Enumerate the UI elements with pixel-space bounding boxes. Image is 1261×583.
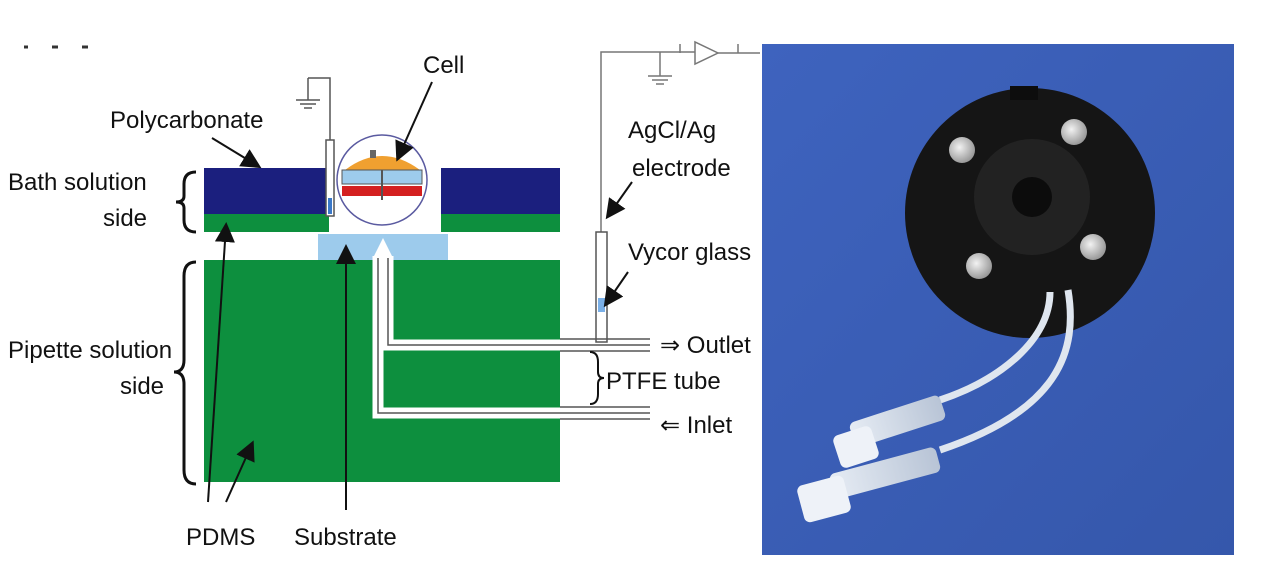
bath-electrode-tip: [328, 198, 332, 214]
polycarbonate-block-right: [441, 168, 560, 214]
tube-connector-upper: [833, 395, 946, 468]
tube-connector-lower: [797, 447, 941, 523]
screw: [1080, 234, 1106, 260]
inlet-channel-wall: [377, 256, 650, 414]
pipette-side-brace: [173, 260, 197, 486]
cell-label: Cell: [423, 52, 464, 79]
pipette-electrode-wire: [600, 51, 640, 234]
polycarbonate-arrow: [211, 137, 262, 169]
amplifier-symbol: [694, 40, 720, 66]
polycarbonate-label: Polycarbonate: [110, 107, 263, 134]
ptfe-tube-label: PTFE tube: [606, 368, 721, 395]
agcl-electrode-label-line1: AgCl/Ag: [628, 117, 716, 144]
bath-side-label-line2: side: [103, 205, 147, 232]
bath-electrode: [325, 139, 335, 217]
polycarbonate-block-left: [204, 168, 329, 214]
cell-view-marker: [370, 150, 376, 158]
agcl-electrode-label-line2: electrode: [632, 155, 731, 182]
screw: [1061, 119, 1087, 145]
device-notch: [1010, 86, 1038, 100]
pdms-label: PDMS: [186, 524, 255, 551]
ptfe-brace: [589, 351, 605, 405]
substrate-aperture: [373, 238, 393, 258]
cell-body: [345, 156, 420, 170]
pdms-layer-left: [204, 214, 329, 232]
screw: [966, 253, 992, 279]
outlet-channel-wall-outer: [387, 256, 650, 346]
vycor-glass-label: Vycor glass: [628, 239, 751, 266]
pipette-side-label-line1: Pipette solution: [8, 337, 172, 364]
vycor-glass-plug: [598, 298, 605, 312]
ptfe-tube: [938, 291, 1054, 404]
inlet-label: ⇐ Inlet: [660, 412, 732, 439]
bath-electrode-wire: [308, 77, 331, 140]
ptfe-tube: [938, 289, 1074, 454]
pdms-arrow-upper: [207, 222, 235, 503]
bath-side-brace: [175, 170, 197, 234]
outlet-label: ⇒ Outlet: [660, 332, 751, 359]
bath-side-label-line1: Bath solution: [8, 169, 147, 196]
pdms-layer-right: [441, 214, 560, 232]
cell-arrow: [395, 81, 433, 162]
agcl-electrode-arrow: [605, 181, 633, 220]
pdms-arrow-lower: [225, 440, 255, 503]
device-center-well: [1012, 177, 1052, 217]
pipette-side-label-line2: side: [120, 373, 164, 400]
substrate-label: Substrate: [294, 524, 397, 551]
vycor-glass-arrow: [603, 271, 629, 308]
screw: [949, 137, 975, 163]
